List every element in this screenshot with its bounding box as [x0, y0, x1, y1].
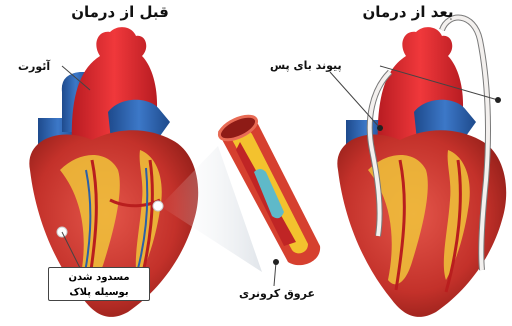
blockage-label-line1: مسدود شدن: [49, 270, 149, 285]
coronary-dot: [273, 259, 279, 265]
heart-after: [330, 18, 506, 317]
coronary-pointer: [274, 262, 276, 286]
aorta-label: آئورت: [18, 60, 50, 73]
bypass-dot-right: [495, 97, 501, 103]
blockage-label-line2: بوسیله پلاک: [49, 285, 149, 300]
coronary-artery-label: عروق کرونری: [239, 287, 315, 300]
blockage-callout: مسدود شدن بوسیله پلاک: [48, 267, 150, 301]
bypass-graft-label: پیوند بای پس: [270, 59, 342, 72]
title-before-treatment: قبل از درمان: [50, 3, 190, 21]
title-after-treatment: بعد از درمان: [338, 3, 478, 21]
bypass-dot-left: [377, 125, 383, 131]
